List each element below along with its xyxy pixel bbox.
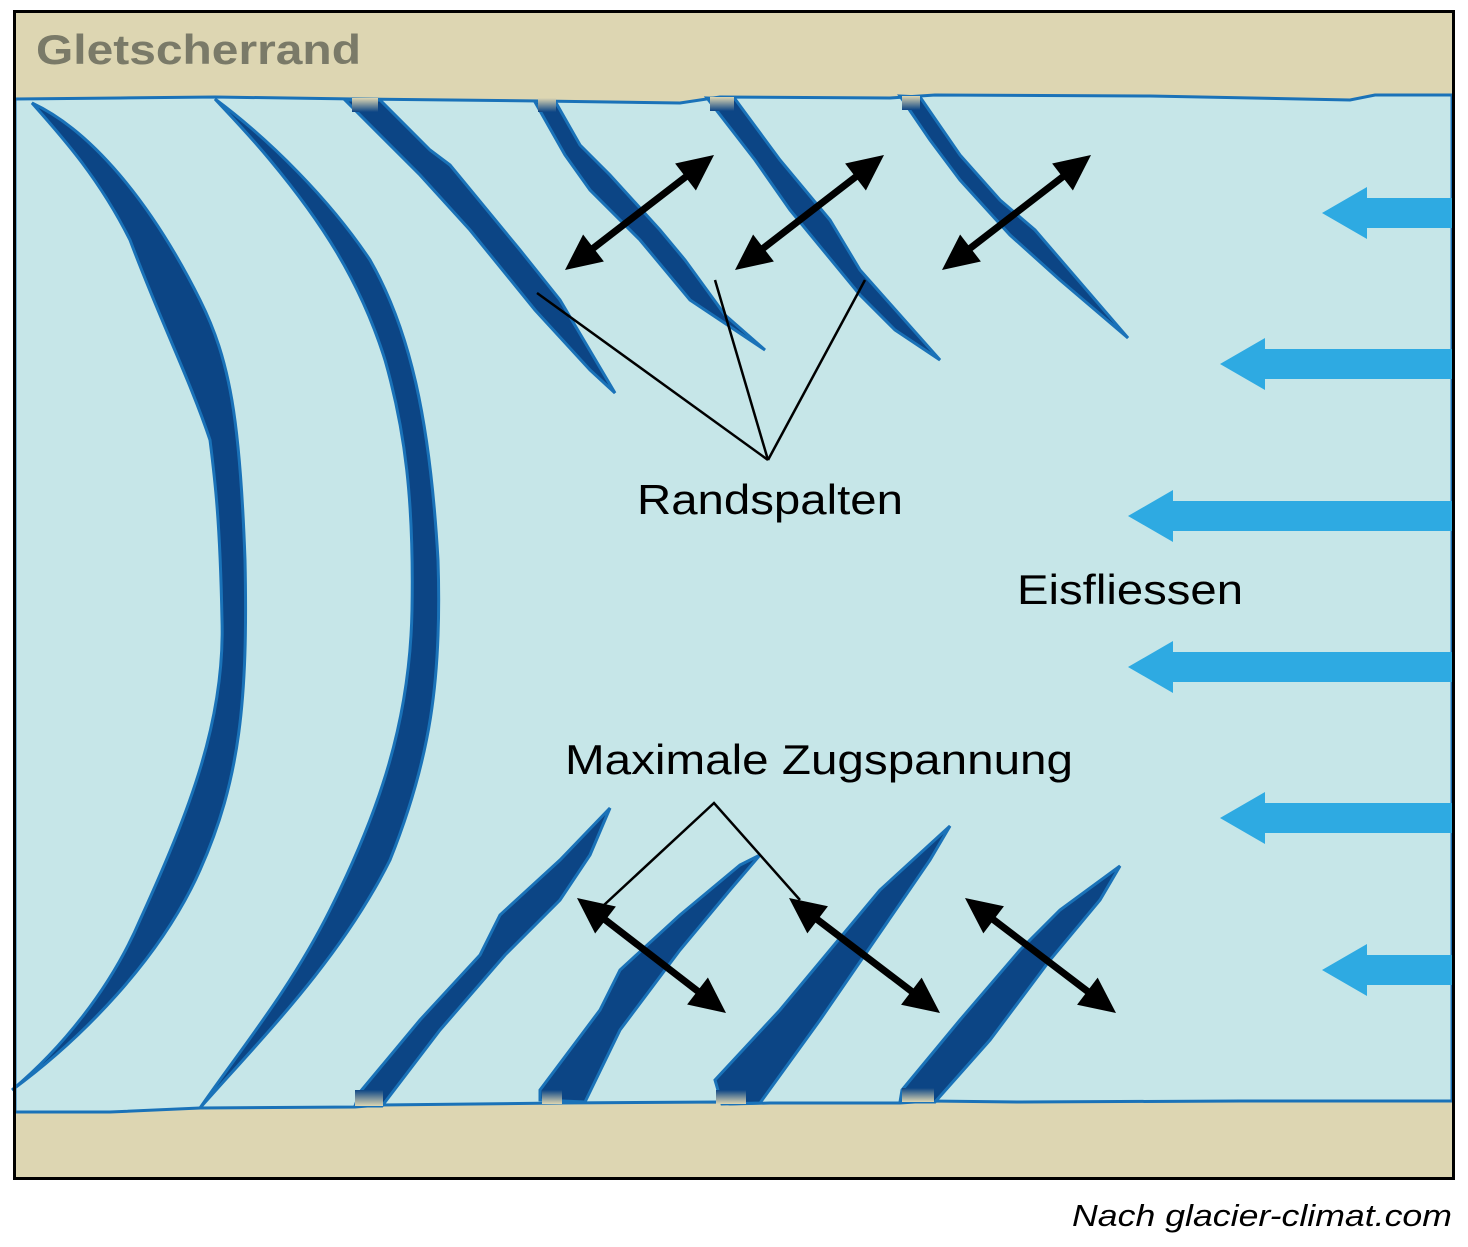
leader-lines-zugspannung	[603, 801, 801, 906]
frame-border	[13, 10, 1455, 1180]
rock-top	[15, 12, 1454, 112]
label-randspalten: Randspalten	[637, 476, 903, 523]
crevasse-upper-1	[341, 98, 617, 395]
crevasse-lower-4-fade	[902, 1088, 934, 1102]
crevasse-lower-3	[713, 824, 952, 1106]
crevasse-upper-4-fade	[902, 96, 920, 110]
tension-arrow-icon-2	[735, 155, 884, 270]
leader-lines-randspalten	[536, 279, 867, 462]
crevasse-upper-3-fade	[710, 97, 734, 111]
flow-arrows	[1128, 187, 1452, 996]
crevasse-upper-3	[703, 96, 942, 362]
label-eisfliessen: Eisfliessen	[1017, 566, 1243, 613]
crevasse-lower-3-fade	[716, 1090, 746, 1104]
tension-arrows	[565, 155, 1116, 1013]
flow-arrow-icon-6	[1322, 944, 1452, 996]
leader-line-3	[766, 279, 867, 461]
flow-arrow-icon-5	[1220, 792, 1452, 844]
flow-arrow-icon-3	[1128, 490, 1452, 542]
flow-arrow-icon-1	[1322, 187, 1452, 239]
crevasse-lower-2	[538, 853, 762, 1104]
flow-arrow-icon-4	[1128, 641, 1452, 693]
tension-arrow-icon-5	[789, 898, 940, 1013]
flow-arrow-icon-2	[1220, 338, 1452, 390]
leader-line-4	[603, 801, 801, 906]
leader-line-2	[713, 279, 770, 461]
crevasse-upper-2-fade	[538, 98, 556, 112]
crevasse-curved-2	[198, 97, 441, 1109]
margin-label: Gletscherrand	[36, 26, 361, 73]
crevasse-upper-1-fade	[352, 98, 378, 112]
lower-crevasses	[352, 806, 1122, 1108]
crevasse-lower-2-fade	[542, 1090, 562, 1104]
crevasse-curved-1	[11, 101, 248, 1092]
curved-crevasses	[11, 97, 441, 1109]
tension-arrow-icon-1	[565, 155, 714, 270]
tension-arrow-icon-3	[942, 155, 1091, 270]
source-credit: Nach glacier-climat.com	[1072, 1198, 1452, 1233]
leader-line-1	[536, 291, 769, 462]
tension-arrow-icon-6	[965, 898, 1116, 1013]
label-maximale-zugspannung: Maximale Zugspannung	[565, 736, 1073, 783]
tension-arrow-icon-4	[577, 898, 726, 1013]
crevasse-lower-1-fade	[355, 1090, 383, 1106]
crevasse-upper-2	[532, 99, 766, 352]
